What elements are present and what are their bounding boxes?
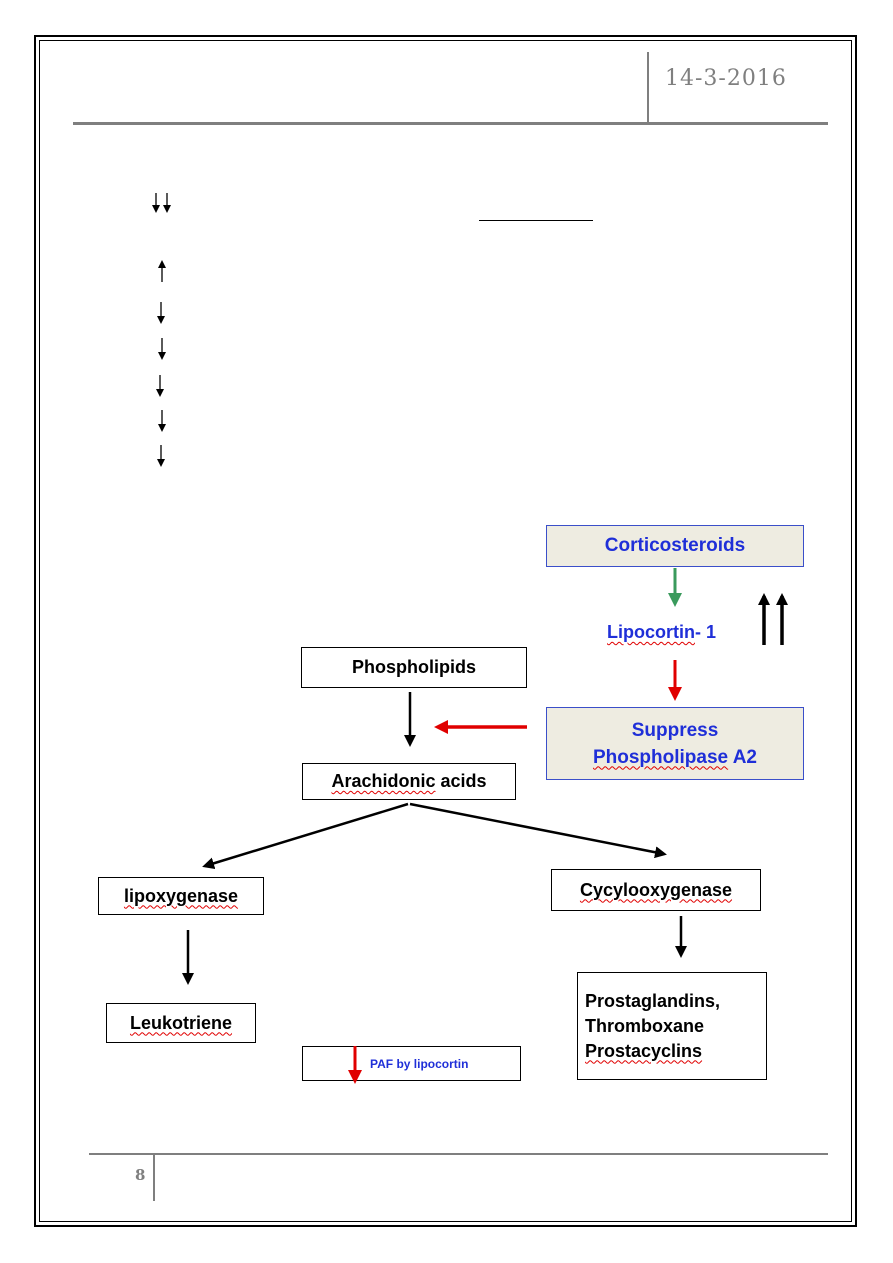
corticosteroids-label: Corticosteroids bbox=[604, 535, 746, 556]
arachidonic-word: Arachidonic bbox=[331, 771, 436, 791]
prostacyclins-label: Prostacyclins bbox=[585, 1040, 703, 1061]
lipocortin-word: Lipocortin bbox=[607, 622, 695, 642]
paf-label: PAF by lipocortin bbox=[370, 1056, 469, 1071]
suppress-line1: Suppress bbox=[631, 719, 719, 741]
cyclooxygenase-box: Cycylooxygenase bbox=[551, 869, 761, 911]
header-divider bbox=[647, 52, 649, 124]
thromboxane-label: Thromboxane bbox=[585, 1015, 705, 1036]
arachidonic-acids-box: Arachidonic acids bbox=[302, 763, 516, 800]
page-number: 8 bbox=[135, 1166, 146, 1184]
header-date: 14-3-2016 bbox=[665, 66, 787, 91]
lipoxygenase-box: lipoxygenase bbox=[98, 877, 264, 915]
a2-word: A2 bbox=[728, 746, 757, 768]
phospholipase-word: Phospholipase bbox=[592, 746, 729, 768]
leukotriene-box: Leukotriene bbox=[106, 1003, 256, 1043]
footer-rule bbox=[89, 1153, 828, 1155]
leukotriene-label: Leukotriene bbox=[129, 1012, 233, 1033]
arrow-to-cyclooxygenase bbox=[409, 802, 667, 859]
suppress-phospholipase-box: Suppress Phospholipase A2 bbox=[546, 707, 804, 780]
page-border-outer bbox=[34, 35, 857, 1227]
paf-box: PAF by lipocortin bbox=[302, 1046, 521, 1081]
heading-underline bbox=[479, 220, 593, 221]
arrow-to-lipoxygenase bbox=[202, 802, 409, 870]
header-rule bbox=[73, 122, 828, 125]
cyclooxygenase-label: Cycylooxygenase bbox=[579, 879, 733, 900]
acids-word: acids bbox=[435, 771, 487, 791]
page-border-inner bbox=[39, 40, 852, 1222]
lipocortin-label: Lipocortin- 1 bbox=[607, 622, 716, 643]
suppress-line2: Phospholipase A2 bbox=[593, 744, 757, 771]
phospholipids-label: Phospholipids bbox=[352, 657, 476, 677]
lipocortin-suffix: - 1 bbox=[695, 622, 717, 642]
footer-divider bbox=[153, 1155, 155, 1201]
prostaglandins-label: Prostaglandins, bbox=[585, 990, 721, 1011]
arachidonic-label: Arachidonic acids bbox=[331, 771, 486, 792]
corticosteroids-box: Corticosteroids bbox=[546, 525, 804, 567]
lipoxygenase-label: lipoxygenase bbox=[123, 885, 239, 906]
prostaglandins-box: Prostaglandins, Thromboxane Prostacyclin… bbox=[577, 972, 767, 1080]
small-arrows bbox=[152, 193, 171, 467]
phospholipids-box: Phospholipids bbox=[301, 647, 527, 688]
